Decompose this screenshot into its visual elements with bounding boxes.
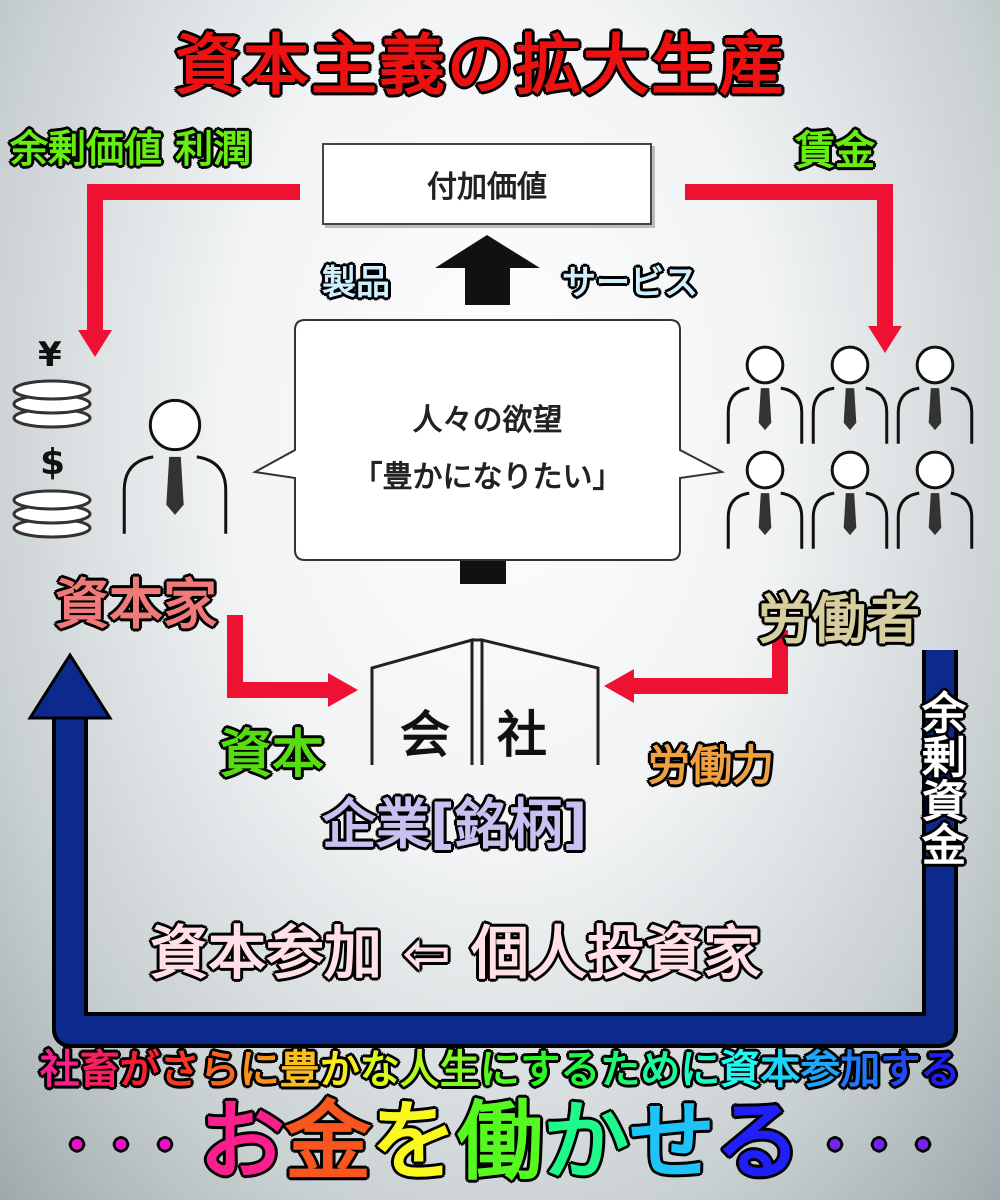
dots-left: ・・・ — [55, 1121, 187, 1172]
capitalist-label: 資本家 — [55, 573, 217, 636]
company-building-icon — [370, 638, 600, 765]
slogan: 社畜がさらに豊かな人生にするために資本参加する — [39, 1047, 961, 1093]
surplus-funds-label: 余剰資金 — [914, 690, 965, 866]
worker-icon — [896, 345, 974, 444]
page-title: 資本主義の拡大生産 — [175, 27, 787, 104]
worker-label: 労働者 — [758, 588, 920, 651]
worker-icon — [811, 450, 889, 549]
company-char-2: 社 — [497, 706, 547, 764]
wages-label: 賃金 — [795, 128, 875, 174]
labor-arrow — [632, 630, 788, 694]
yen-icon: ¥ — [38, 335, 62, 375]
worker-icon — [726, 345, 804, 444]
labor-label: 労働力 — [648, 741, 775, 790]
products-label: 製品 — [322, 263, 390, 303]
wage-arrowhead — [868, 326, 902, 353]
services-label: サービス — [562, 263, 698, 303]
capital-label: 資本 — [220, 725, 325, 785]
desire-line-1: 人々の欲望 — [412, 403, 563, 438]
surplus-arrowhead — [78, 330, 112, 357]
main-slogan: お金を働かせる — [199, 1092, 801, 1192]
speech-bubble — [251, 319, 726, 561]
enterprise-label: 企業[銘柄] — [322, 793, 588, 856]
capital-arrow — [227, 615, 330, 698]
worker-icon — [811, 345, 889, 444]
main-slogan-row: ・・・ お金を働かせる ・・・ — [0, 1092, 1000, 1192]
connector-bar — [460, 558, 506, 584]
value-added-label: 付加価値 — [427, 170, 547, 205]
wage-arrow — [685, 184, 893, 330]
investment-label: 資本参加 ⇦ 個人投資家 — [150, 919, 761, 987]
worker-icon — [896, 450, 974, 549]
surplus-arrow — [87, 184, 300, 335]
surplus-value-label: 余剰価値 利潤 — [10, 127, 252, 171]
reinvest-arrow — [56, 650, 954, 1044]
coin-stack-icon — [12, 379, 92, 539]
up-arrow — [435, 235, 540, 305]
dots-right: ・・・ — [813, 1121, 945, 1172]
company-char-1: 会 — [400, 706, 450, 764]
capital-arrowhead — [328, 673, 358, 707]
capitalist-icon — [122, 398, 228, 534]
labor-arrowhead — [604, 669, 634, 703]
dollar-icon: $ — [40, 442, 66, 483]
value-added-box: 付加価値 — [322, 143, 652, 225]
worker-icon — [726, 450, 804, 549]
reinvest-arrowhead — [27, 652, 113, 720]
people-icons — [122, 345, 974, 549]
desire-line-2: 「豊かになりたい」 — [352, 460, 623, 495]
